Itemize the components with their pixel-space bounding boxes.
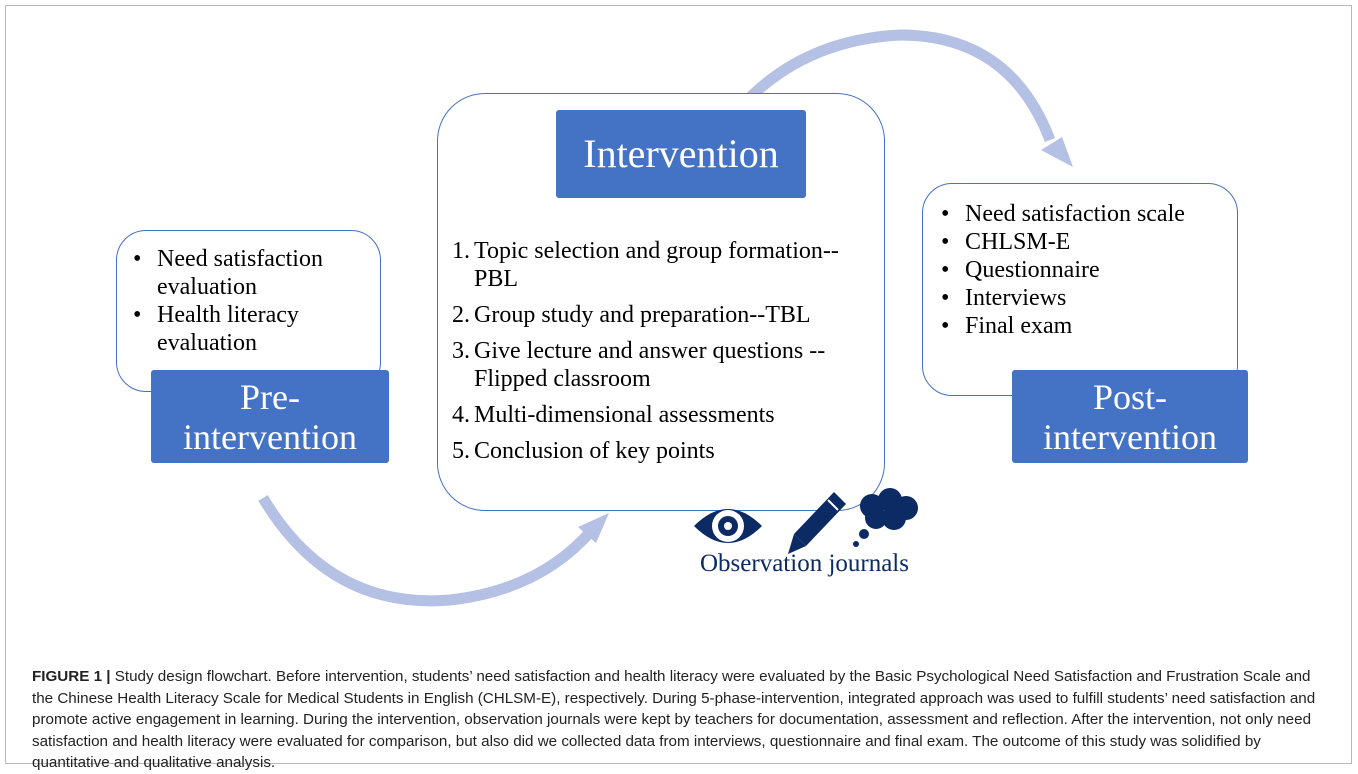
intervention-step-2: 2. Group study and preparation--TBL: [452, 301, 872, 329]
figure-caption: FIGURE 1 | Study design flowchart. Befor…: [32, 666, 1332, 774]
step-number: 3.: [452, 338, 470, 364]
step-number: 4.: [452, 402, 470, 428]
step-number: 2.: [452, 302, 470, 328]
post-bullet-4: Interviews: [933, 284, 1228, 312]
post-bullet-2: CHLSM-E: [933, 228, 1228, 256]
post-title-line2: intervention: [1043, 416, 1217, 457]
post-bullet-5: Final exam: [933, 312, 1228, 340]
pre-intervention-title: Pre- intervention: [151, 370, 389, 463]
step-text: Group study and preparation--TBL: [474, 302, 811, 328]
pre-intervention-list: Need satisfaction evaluation Health lite…: [125, 245, 370, 357]
observation-journals-label: Observation journals: [700, 550, 909, 577]
intervention-title: Intervention: [556, 110, 806, 198]
post-title-line1: Post-: [1092, 376, 1168, 417]
caption-text: Study design flowchart. Before intervent…: [32, 668, 1316, 771]
step-text: Give lecture and answer questions --Flip…: [474, 338, 826, 392]
caption-lead: FIGURE 1 |: [32, 668, 111, 685]
post-intervention-list: Need satisfaction scale CHLSM-E Question…: [933, 200, 1228, 340]
post-bullet-3: Questionnaire: [933, 256, 1228, 284]
observation-icons: [694, 488, 918, 554]
step-number: 1.: [452, 238, 470, 264]
thought-cloud-icon: [853, 488, 918, 547]
step-text: Multi-dimensional assessments: [474, 402, 775, 428]
post-intervention-box: Need satisfaction scale CHLSM-E Question…: [922, 183, 1238, 396]
pre-title-line2: intervention: [183, 416, 357, 457]
step-text: Conclusion of key points: [474, 438, 715, 464]
intervention-title-text: Intervention: [583, 131, 779, 176]
eye-icon: [694, 509, 762, 543]
post-intervention-title: Post- intervention: [1012, 370, 1248, 463]
post-bullet-1: Need satisfaction scale: [933, 200, 1228, 228]
pre-title-line1: Pre-: [240, 376, 300, 417]
pencil-icon: [788, 492, 846, 554]
intervention-step-1: 1. Topic selection and group formation--…: [452, 237, 872, 293]
step-text: Topic selection and group formation--PBL: [474, 238, 839, 292]
intervention-step-4: 4. Multi-dimensional assessments: [452, 401, 872, 429]
step-number: 5.: [452, 438, 470, 464]
intervention-step-3: 3. Give lecture and answer questions --F…: [452, 337, 872, 393]
arrow-pre-to-intervention: [258, 495, 609, 607]
pre-bullet-2: Health literacy evaluation: [125, 301, 370, 357]
pre-bullet-1: Need satisfaction evaluation: [125, 245, 370, 301]
intervention-step-5: 5. Conclusion of key points: [452, 437, 872, 465]
pre-intervention-box: Need satisfaction evaluation Health lite…: [116, 230, 381, 392]
arrow-intervention-to-post: [733, 29, 1073, 167]
intervention-steps: 1. Topic selection and group formation--…: [452, 237, 872, 473]
